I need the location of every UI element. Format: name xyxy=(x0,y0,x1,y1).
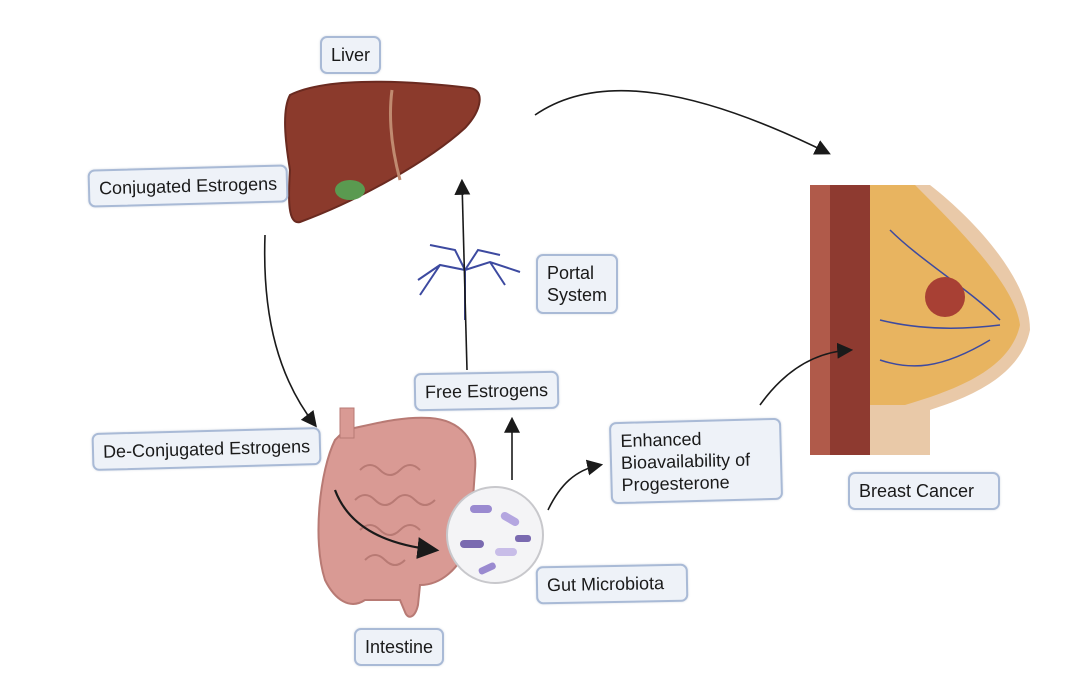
portal-system-label: Portal System xyxy=(536,254,619,314)
arrow-microbiota-to-enhanced xyxy=(547,459,604,511)
enhanced-line3: Progesterone xyxy=(621,472,730,495)
arrow-conjugated-to-intestine xyxy=(263,234,317,428)
deconjugated-estrogens-label: De-Conjugated Estrogens xyxy=(91,427,322,471)
gut-microbiota-label: Gut Microbiota xyxy=(535,563,689,605)
portal-line2: System xyxy=(547,285,608,305)
breast-cancer-label: Breast Cancer xyxy=(848,472,1000,510)
intestine-label: Intestine xyxy=(354,628,445,666)
enhanced-bioavailability-label: Enhanced Bioavailability of Progesterone xyxy=(608,417,784,505)
arrow-portal-to-liver xyxy=(454,178,471,371)
gut-microbiota-illustration xyxy=(446,486,544,584)
arrows xyxy=(263,89,854,559)
breast-cancer-illustration xyxy=(810,185,1030,455)
arrow-enhanced-to-breast xyxy=(759,342,854,406)
conjugated-estrogens-label: Conjugated Estrogens xyxy=(87,164,289,208)
liver-label: Liver xyxy=(320,36,382,74)
free-estrogens-label: Free Estrogens xyxy=(413,370,560,412)
enhanced-line2: Bioavailability of xyxy=(620,449,751,473)
arrow-liver-to-breast xyxy=(534,89,831,155)
arrow-intestine-to-microbiota xyxy=(333,489,440,559)
portal-line1: Portal xyxy=(547,263,595,283)
liver-illustration xyxy=(284,80,481,224)
portal-vessel-illustration xyxy=(417,244,521,320)
intestine-illustration xyxy=(317,407,477,618)
